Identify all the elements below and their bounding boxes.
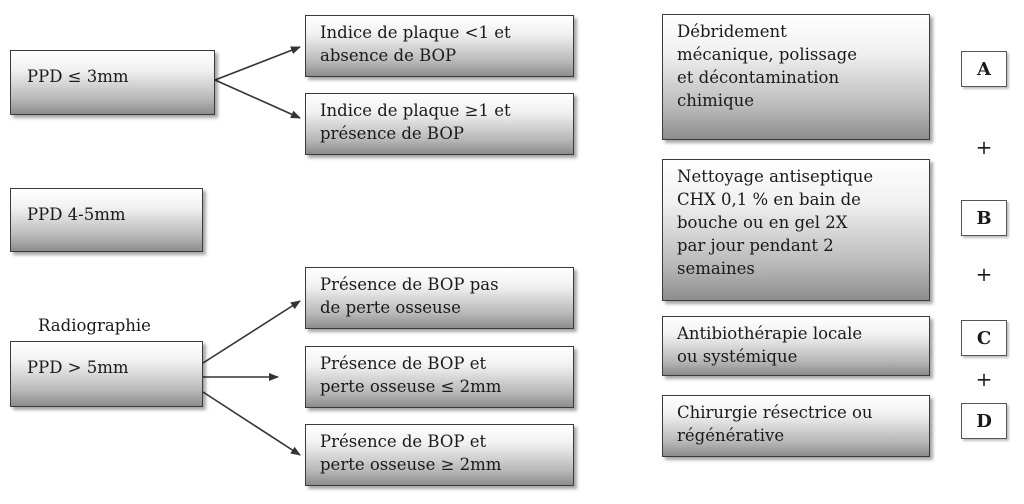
condition-ppd-mid: PPD 4-5mm bbox=[10, 188, 203, 252]
condition-ppd-high: PPD > 5mm bbox=[10, 341, 203, 407]
treatment-letter-b: B bbox=[961, 200, 1007, 236]
treatment-c-box: Antibiothérapie locale ou systémique bbox=[662, 316, 930, 376]
arrow-low-to-outcome-1 bbox=[214, 46, 301, 81]
plus-sign-bc: + bbox=[975, 262, 993, 286]
arrow-high-to-outcome-3 bbox=[202, 391, 301, 456]
treatment-d-box: Chirurgie résectrice ou régénérative bbox=[662, 395, 930, 457]
treatment-letter-d: D bbox=[961, 403, 1007, 439]
outcome-high-2: Présence de BOP et perte osseuse ≤ 2mm bbox=[305, 346, 574, 408]
arrow-high-to-outcome-1 bbox=[202, 300, 301, 364]
outcome-low-2: Indice de plaque ≥1 et présence de BOP bbox=[305, 93, 574, 155]
treatment-a-box: Débridement mécanique, polissage et déco… bbox=[662, 14, 930, 140]
plus-sign-cd: + bbox=[975, 367, 993, 391]
outcome-high-1: Présence de BOP pas de perte osseuse bbox=[305, 267, 574, 329]
condition-ppd-low: PPD ≤ 3mm bbox=[10, 50, 215, 115]
outcome-low-1: Indice de plaque <1 et absence de BOP bbox=[305, 15, 574, 77]
outcome-high-3: Présence de BOP et perte osseuse ≥ 2mm bbox=[305, 424, 574, 486]
treatment-letter-a: A bbox=[961, 51, 1007, 87]
treatment-letter-c: C bbox=[961, 320, 1007, 356]
radiography-label: Radiographie bbox=[38, 316, 151, 335]
plus-sign-ab: + bbox=[975, 135, 993, 159]
arrow-low-to-outcome-2 bbox=[214, 79, 301, 119]
treatment-b-box: Nettoyage antiseptique CHX 0,1 % en bain… bbox=[662, 159, 930, 301]
